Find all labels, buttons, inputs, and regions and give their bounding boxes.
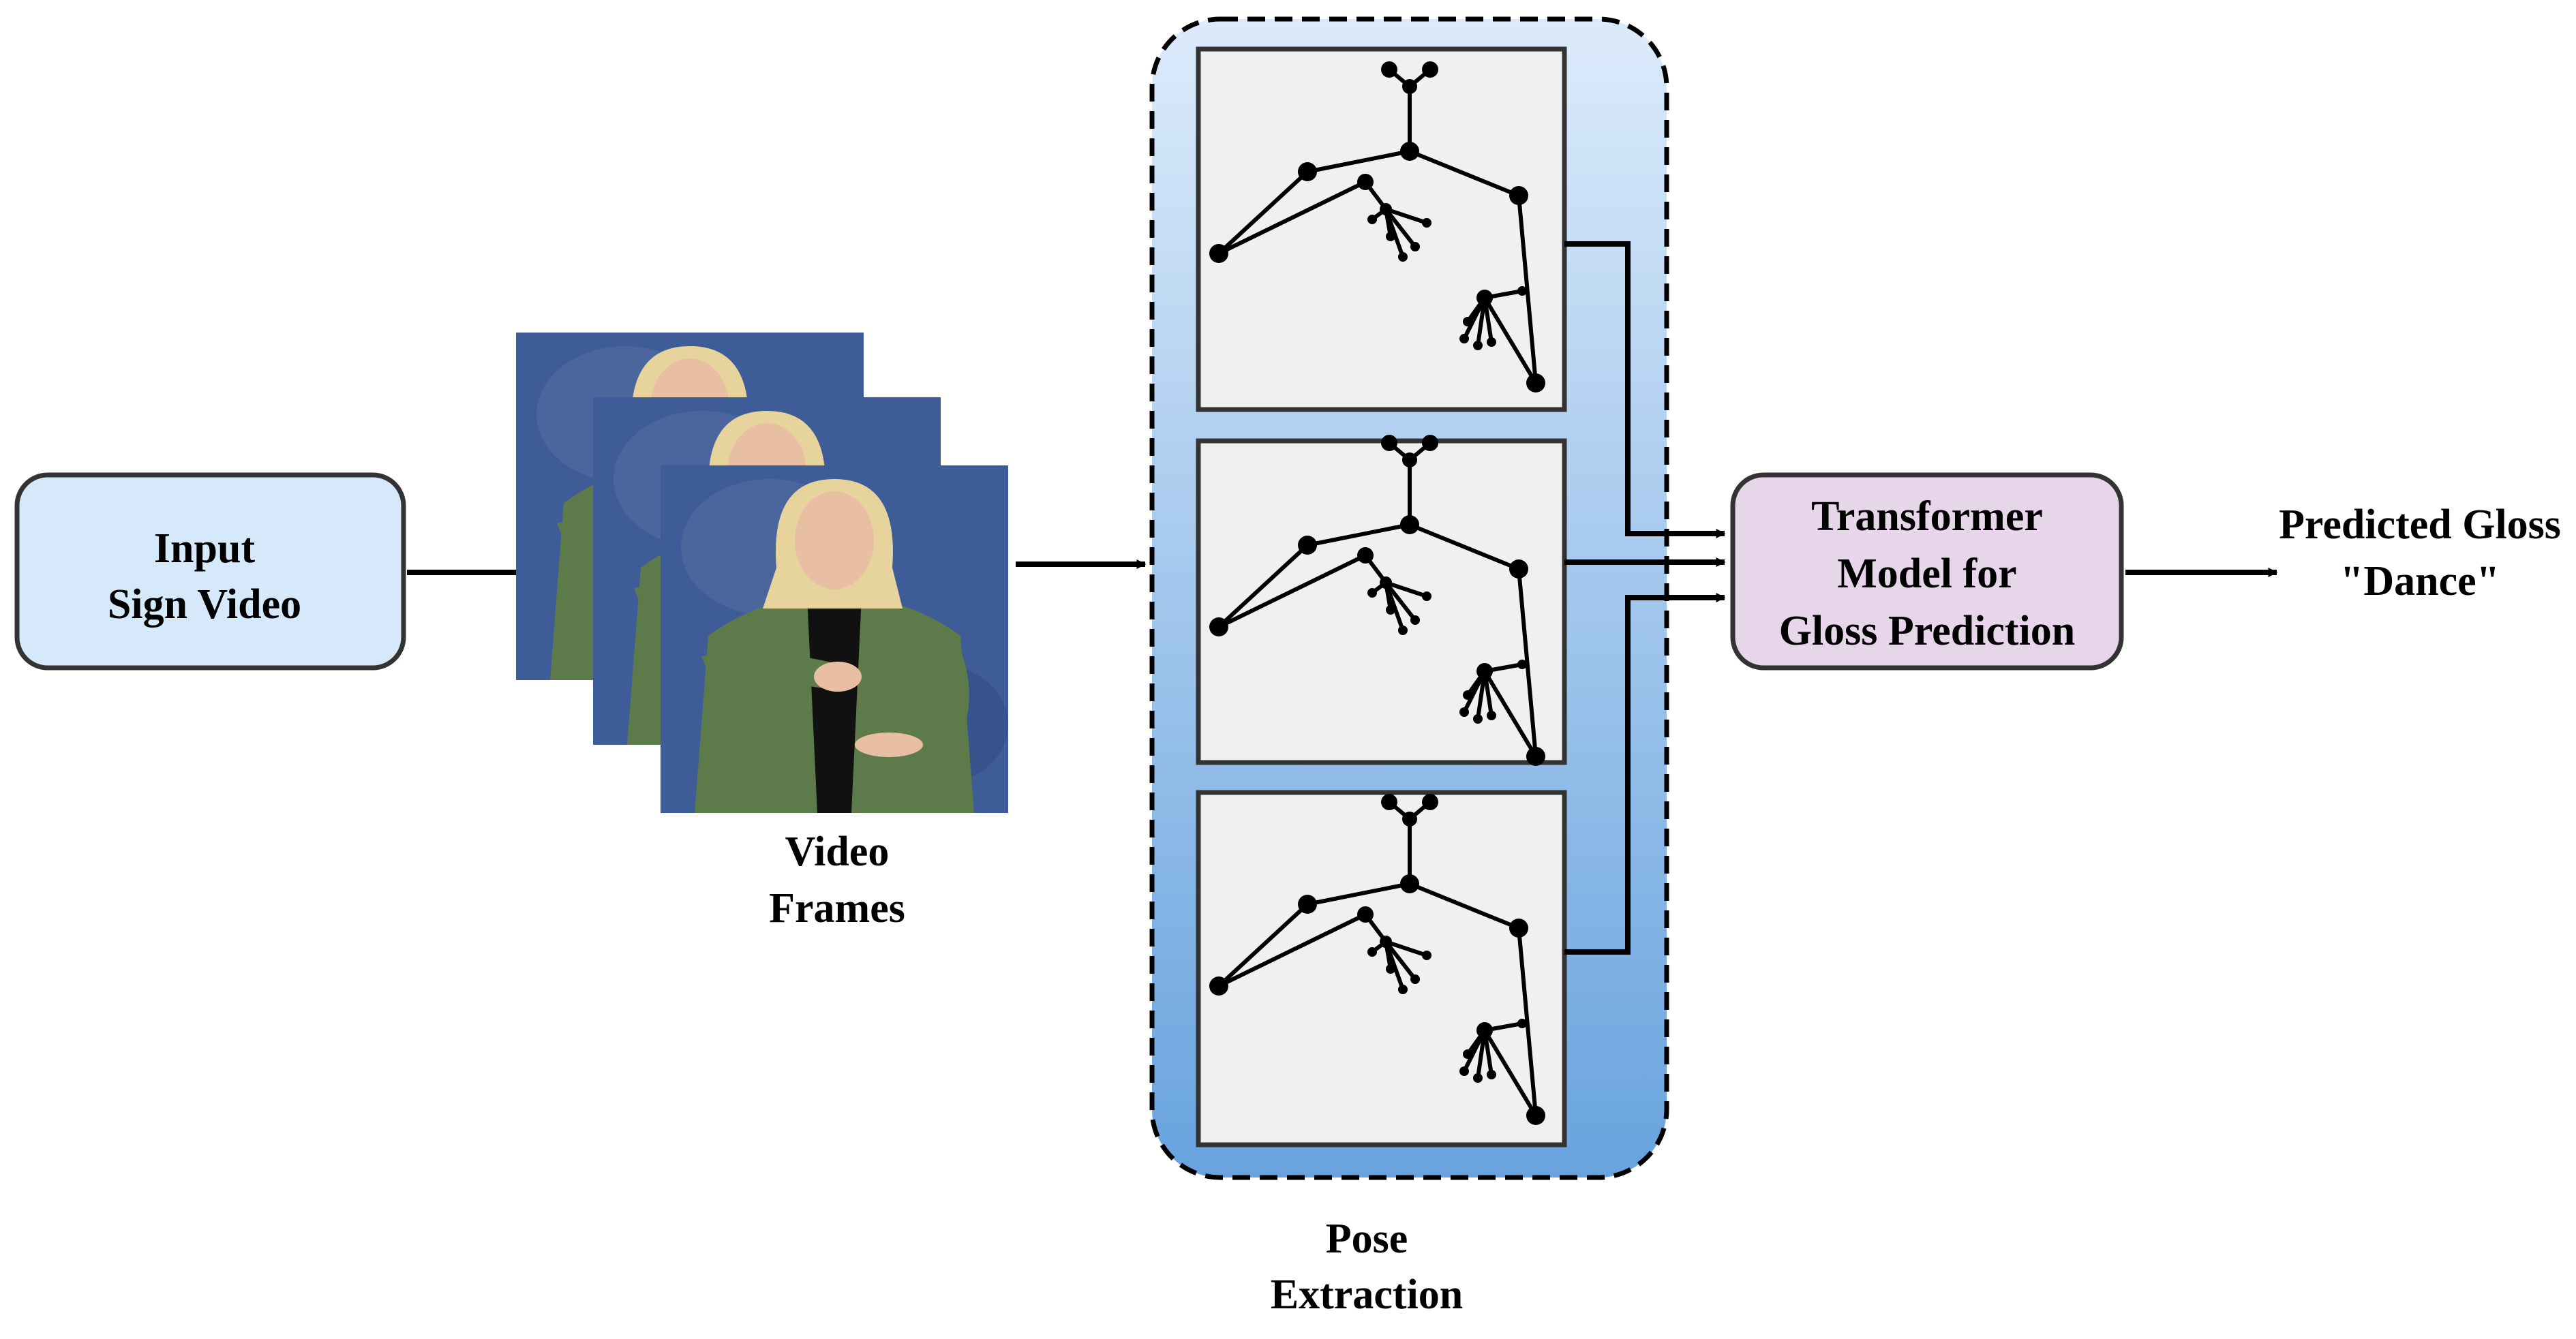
input-sign-video-box (14, 472, 406, 671)
video-frame-front (661, 465, 1008, 813)
video-frames-label-line1: Video (785, 829, 890, 875)
transformer-model-box (1730, 472, 2124, 671)
input-box-line1: Input (154, 525, 256, 572)
pose-extraction-label-line1: Pose (1326, 1216, 1408, 1262)
pose-panel-1 (1196, 46, 1567, 412)
connector-panel1-to-model (1564, 241, 1726, 538)
connector-panel3-to-model (1564, 593, 1726, 955)
input-box-line2: Sign Video (108, 581, 301, 628)
model-box-line2: Model for (1837, 551, 2016, 597)
predicted-gloss-label: Predicted Gloss (2279, 502, 2561, 548)
pose-panel-2 (1196, 435, 1567, 766)
pose-panel-3 (1196, 790, 1567, 1148)
model-box-line1: Transformer (1811, 493, 2043, 540)
predicted-gloss-value: "Dance" (2340, 558, 2500, 604)
model-box-line3: Gloss Prediction (1779, 608, 2076, 654)
video-frames-stack (516, 333, 1008, 813)
video-frames-label-line2: Frames (769, 885, 905, 932)
pose-extraction-label-line2: Extraction (1271, 1272, 1463, 1318)
